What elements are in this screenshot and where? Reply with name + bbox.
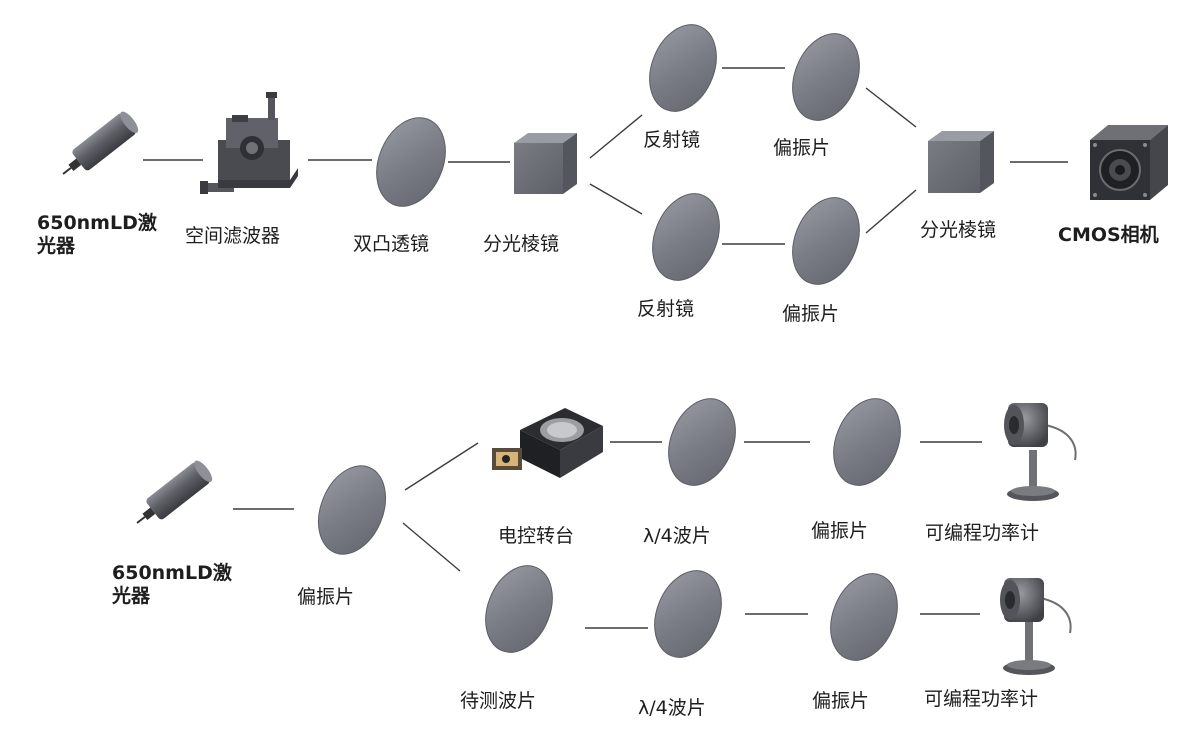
label-qwp-upper: λ/4波片 [643,525,711,547]
line-polarizer-sample [402,522,461,572]
label-laser-top: 650nmLD激 光器 [37,212,157,257]
bottom-beam-lines [233,441,982,629]
label-qwp-lower: λ/4波片 [638,697,706,719]
laser-icon-bottom [136,460,213,524]
label-spatial-filter: 空间滤波器 [185,225,281,247]
polarizer-upper-icon [792,33,860,121]
rotation-stage-icon [492,408,603,478]
label-polarizer-lower-bottom: 偏振片 [812,690,870,712]
top-diagram [62,24,1168,285]
label-mirror-upper: 反射镜 [643,129,701,151]
label-laser-bottom: 650nmLD激 光器 [112,562,232,607]
label-beam-splitter-2: 分光棱镜 [920,219,997,241]
line-polarizer-stage [404,442,479,491]
polarizer-main-icon [317,465,387,555]
label-mirror-lower: 反射镜 [637,298,695,320]
mirror-upper-icon [649,24,717,112]
biconvex-lens-icon [376,117,446,207]
laser-icon-top [62,111,139,175]
label-power-meter-lower: 可编程功率计 [924,688,1039,710]
top-beam-lines [143,67,1068,245]
polarizer-lower-bottom-icon [830,573,898,661]
line-splitter-mirror-upper [589,114,643,159]
label-biconvex-lens: 双凸透镜 [353,233,430,255]
power-meter-upper-icon [1004,403,1077,501]
mirror-lower-icon [652,193,720,281]
label-cmos-camera: CMOS相机 [1058,224,1159,246]
qwp-lower-icon [654,570,722,658]
spatial-filter-icon [200,92,298,194]
sample-waveplate-icon [485,565,553,653]
beam-splitter-2-icon [928,131,994,193]
beam-splitter-1-icon [514,133,577,194]
label-power-meter-upper: 可编程功率计 [925,522,1040,544]
power-meter-lower-icon [1000,578,1072,675]
line-polarizer-splitter-lower [865,189,917,234]
polarizer-lower-icon [792,197,860,285]
label-rotation-stage: 电控转台 [498,525,575,547]
bottom-diagram [136,398,1077,675]
polarizer-upper-bottom-icon [833,398,901,486]
label-polarizer-lower: 偏振片 [782,303,840,325]
label-beam-splitter-1: 分光棱镜 [483,233,560,255]
label-polarizer-main: 偏振片 [297,586,355,608]
label-sample-waveplate: 待测波片 [460,690,537,712]
cmos-camera-icon [1090,125,1168,200]
line-splitter-mirror-lower [589,183,643,215]
qwp-upper-icon [668,398,736,486]
label-polarizer-upper-bottom: 偏振片 [811,520,869,542]
label-polarizer-upper: 偏振片 [773,137,831,159]
line-polarizer-splitter-upper [865,87,917,128]
